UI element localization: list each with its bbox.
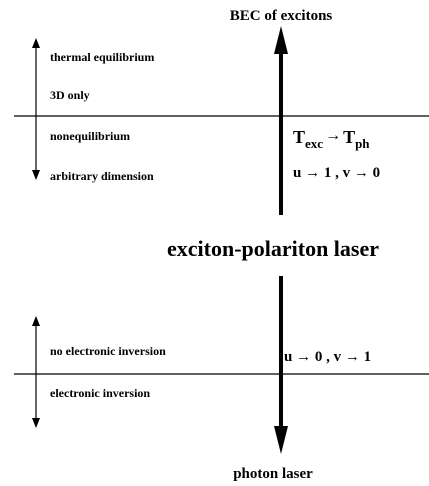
label-arbitrary-dimension: arbitrary dimension [50,169,154,183]
main-up-arrow [274,26,288,215]
label-nonequilibrium: nonequilibrium [50,129,130,143]
main-down-arrow [274,276,288,454]
label-thermal-equilibrium: thermal equilibrium [50,50,154,64]
upper-double-arrow [32,38,40,180]
temp-arrow: → [325,127,341,144]
temperature-relation: Texc→Tph [293,127,370,151]
bottom-label: photon laser [233,466,313,482]
label-electronic-inversion: electronic inversion [50,386,150,400]
label-3d-only: 3D only [50,88,90,102]
temp-T1: T [293,127,305,147]
center-label: exciton-polariton laser [167,236,379,261]
upper-limit: u → 1 , v → 0 [293,165,380,181]
lower-limit: u → 0 , v → 1 [284,349,371,365]
temp-ph-sub: ph [355,136,370,151]
lower-double-arrow [32,316,40,428]
label-no-electronic-inversion: no electronic inversion [50,344,166,358]
temp-T2: T [343,127,355,147]
top-label: BEC of excitons [230,8,333,24]
temp-exc-sub: exc [305,136,323,151]
